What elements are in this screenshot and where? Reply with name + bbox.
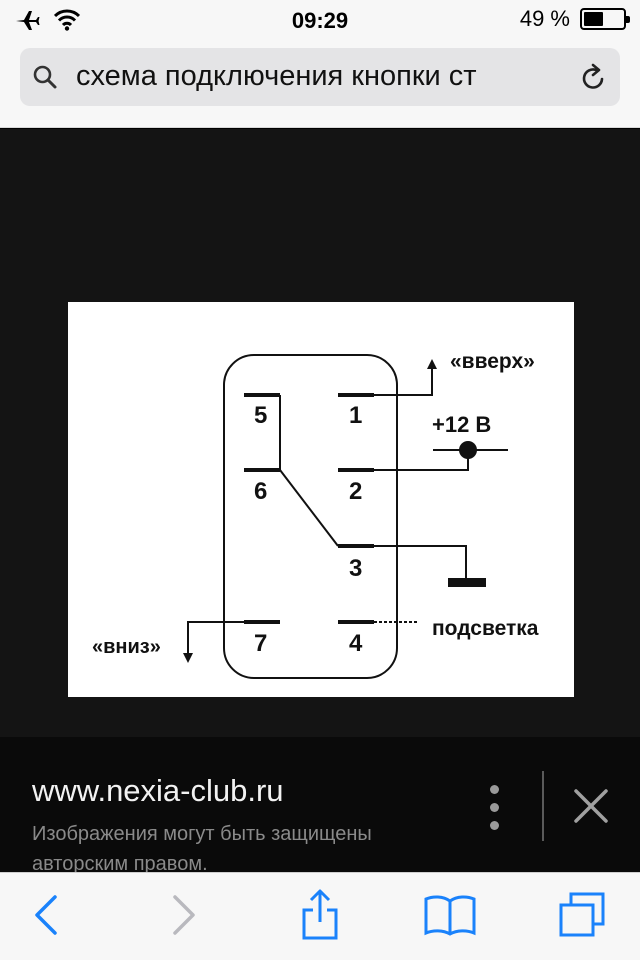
wifi-icon — [53, 9, 81, 36]
battery-tip — [626, 16, 630, 23]
wiring-diagram: 5 1 6 2 3 7 4 «вверх» +12 В подсветка «в… — [68, 302, 574, 697]
more-options-icon[interactable] — [486, 783, 502, 831]
back-icon — [31, 893, 61, 942]
status-time: 09:29 — [291, 8, 349, 33]
pin-label-4: 4 — [349, 630, 363, 657]
forward-button[interactable] — [154, 889, 214, 945]
browser-toolbar — [0, 872, 640, 960]
more-dot — [490, 785, 499, 794]
browser-header: 09:29 49 % схема подключения кнопки ст — [0, 0, 640, 128]
close-icon[interactable] — [570, 785, 612, 832]
status-bar: 09:29 49 % — [0, 0, 640, 40]
share-button[interactable] — [290, 889, 350, 945]
copyright-notice: Изображения могут быть защищены авторски… — [32, 823, 372, 875]
image-caption: www.nexia-club.ru Изображения могут быть… — [0, 737, 640, 875]
label-backlight: подсветка — [432, 617, 539, 640]
pin-label-2: 2 — [349, 478, 363, 505]
tabs-icon — [557, 891, 607, 944]
status-bar-left — [14, 8, 81, 37]
more-dot — [490, 821, 499, 830]
pin-label-6: 6 — [254, 478, 268, 505]
address-bar[interactable]: схема подключения кнопки ст — [20, 48, 620, 106]
search-icon — [32, 64, 58, 95]
battery-fill — [584, 12, 603, 26]
pin-label-7: 7 — [254, 630, 268, 657]
more-dot — [490, 803, 499, 812]
forward-icon — [169, 893, 199, 942]
label-plus12v: +12 В — [432, 412, 492, 437]
reload-icon[interactable] — [580, 62, 608, 97]
caption-divider — [542, 771, 544, 841]
source-link[interactable]: www.nexia-club.ru — [32, 773, 284, 808]
pin-label-3: 3 — [349, 555, 363, 582]
status-bar-right: 49 % — [519, 6, 630, 32]
battery-percent: 49 % — [519, 6, 570, 31]
image-viewer[interactable]: 5 1 6 2 3 7 4 «вверх» +12 В подсветка «в… — [0, 129, 640, 737]
battery-icon — [580, 8, 630, 30]
wiring-diagram-lines — [183, 354, 508, 679]
airplane-icon — [14, 8, 40, 37]
pin-label-1: 1 — [349, 402, 363, 429]
address-query[interactable]: схема подключения кнопки ст — [76, 60, 477, 92]
share-icon — [300, 888, 340, 947]
back-button[interactable] — [16, 889, 76, 945]
label-down: «вниз» — [92, 636, 161, 658]
tabs-button[interactable] — [552, 889, 612, 945]
label-up: «вверх» — [450, 350, 535, 373]
bookmarks-icon — [423, 893, 477, 942]
bookmarks-button[interactable] — [420, 889, 480, 945]
pin-label-5: 5 — [254, 402, 268, 429]
